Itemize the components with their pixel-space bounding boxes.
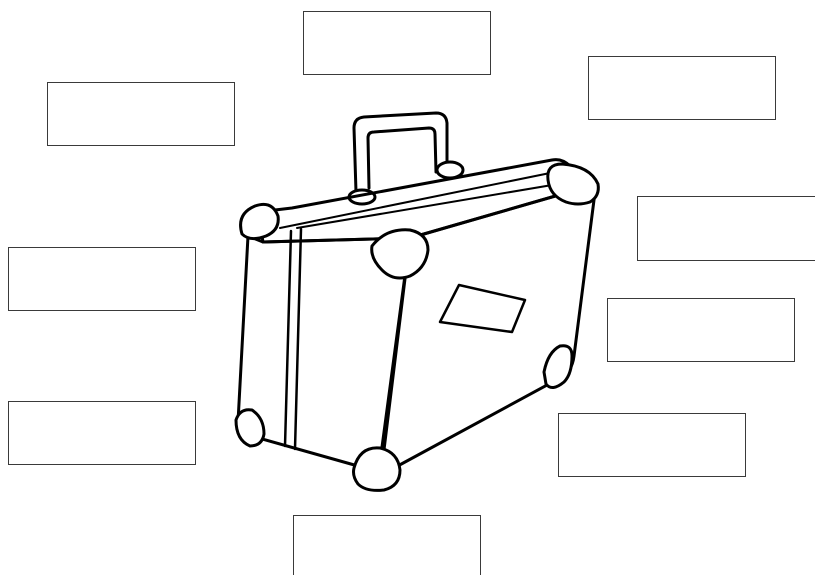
corner-front-top	[372, 230, 428, 278]
label-box-right-middle[interactable]	[607, 298, 795, 362]
handle	[349, 113, 463, 204]
label-box-right-lower[interactable]	[558, 413, 746, 477]
label-box-left-lower[interactable]	[8, 401, 196, 465]
label-box-top-center[interactable]	[303, 11, 491, 75]
label-box-right-upper[interactable]	[637, 196, 815, 261]
corner-top-left	[241, 204, 279, 238]
side-face	[238, 236, 410, 468]
label-box-top-right[interactable]	[588, 56, 776, 120]
label-box-top-left[interactable]	[47, 82, 235, 146]
lid-top	[258, 160, 590, 242]
corner-top-right	[548, 164, 599, 204]
corner-right-bottom	[544, 346, 572, 388]
label-box-bottom-center[interactable]	[293, 515, 481, 575]
corner-bottom-center	[354, 448, 401, 491]
label-box-left-middle[interactable]	[8, 247, 196, 311]
corner-bottom-left	[236, 410, 264, 446]
luggage-tag	[440, 285, 525, 332]
